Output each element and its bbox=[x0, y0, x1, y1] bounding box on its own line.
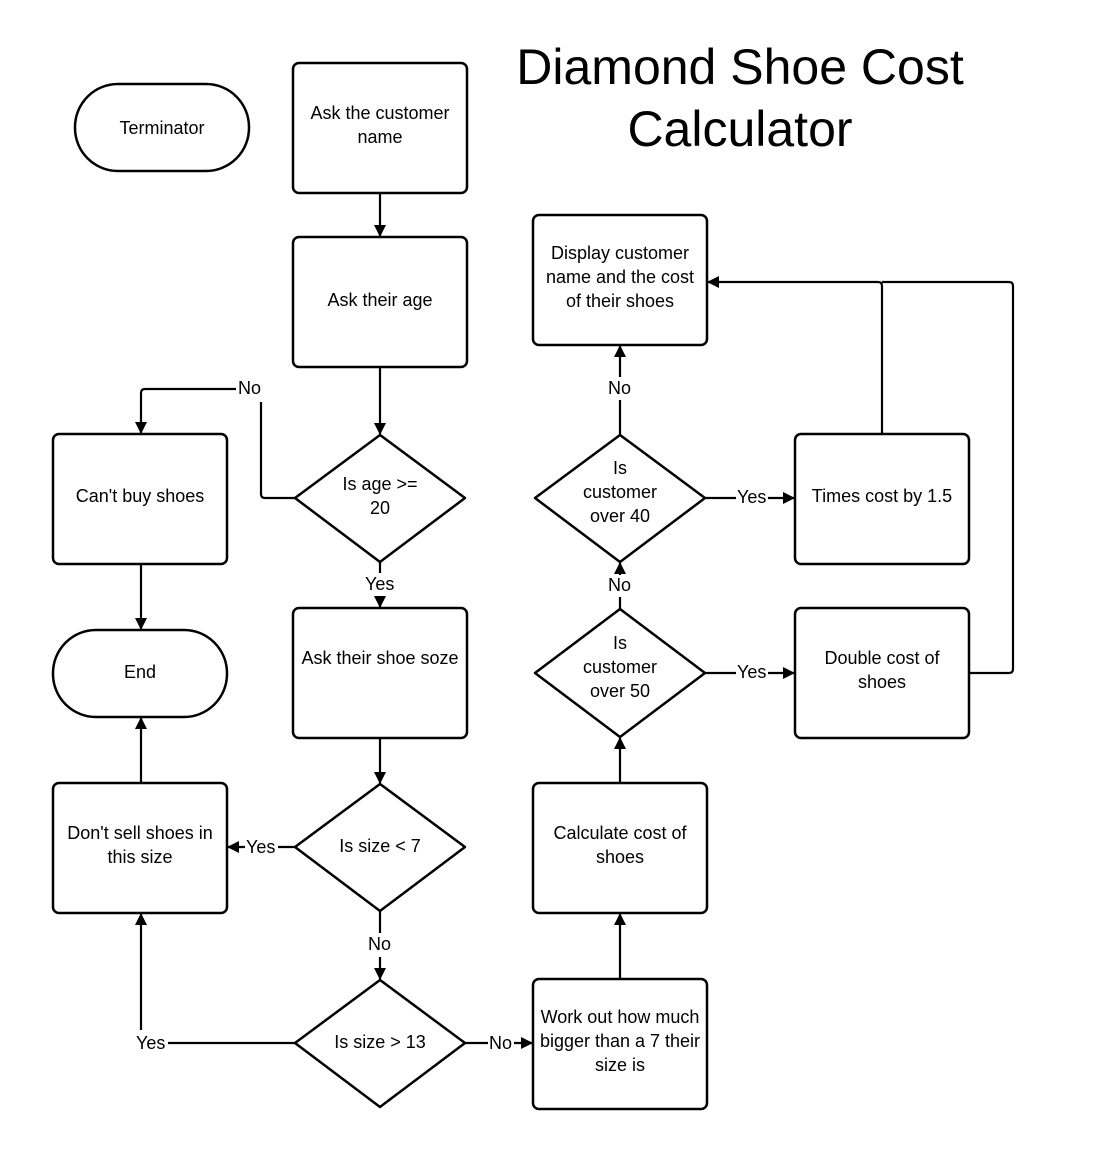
ask-age-label: Ask their age bbox=[327, 290, 433, 310]
ask-name-label: Ask the customer name bbox=[310, 103, 450, 147]
calculate-label: Calculate cost of shoes bbox=[553, 823, 687, 867]
over50-yes-label: Yes bbox=[736, 662, 768, 682]
display-label: Display customer name and the cost of th… bbox=[545, 243, 695, 311]
over-50-label: Is customer over 50 bbox=[582, 633, 658, 701]
work-out-label: Work out how much bigger than a 7 their … bbox=[539, 1007, 701, 1075]
connector-times-to-display bbox=[707, 276, 884, 434]
connector-age-no bbox=[141, 387, 295, 500]
over-40-label: Is customer over 40 bbox=[582, 458, 658, 526]
over40-no-label: No bbox=[607, 378, 633, 398]
double-label: Double cost of shoes bbox=[824, 648, 940, 692]
size13-yes-label: Yes bbox=[135, 1033, 167, 1053]
terminator-label: Terminator bbox=[119, 117, 205, 138]
size-lt-7-label: Is size < 7 bbox=[339, 836, 421, 856]
size-gt-13-label: Is size > 13 bbox=[334, 1032, 426, 1052]
ask-size-label: Ask their shoe soze bbox=[301, 648, 459, 668]
over50-no-label: No bbox=[607, 575, 633, 595]
times-label: Times cost by 1.5 bbox=[811, 486, 953, 506]
over40-yes-label: Yes bbox=[736, 487, 768, 507]
size13-no-label: No bbox=[488, 1033, 514, 1053]
diagram-title: Diamond Shoe Cost Calculator bbox=[516, 39, 964, 157]
terminator-shape bbox=[73, 82, 251, 173]
age-no-label: No bbox=[237, 378, 263, 398]
connector-gt13-yes bbox=[141, 914, 295, 1045]
size-gt-13-diamond bbox=[293, 978, 467, 1109]
size7-yes-label: Yes bbox=[245, 837, 277, 857]
age-yes-label: Yes bbox=[364, 574, 396, 594]
size7-no-label: No bbox=[367, 934, 393, 954]
age-check-label: Is age >= 20 bbox=[342, 474, 418, 518]
end-label: End bbox=[123, 662, 157, 682]
connector-double-to-display bbox=[882, 280, 1015, 675]
cant-buy-label: Can't buy shoes bbox=[75, 486, 205, 506]
dont-sell-label: Don't sell shoes in this size bbox=[67, 823, 213, 867]
